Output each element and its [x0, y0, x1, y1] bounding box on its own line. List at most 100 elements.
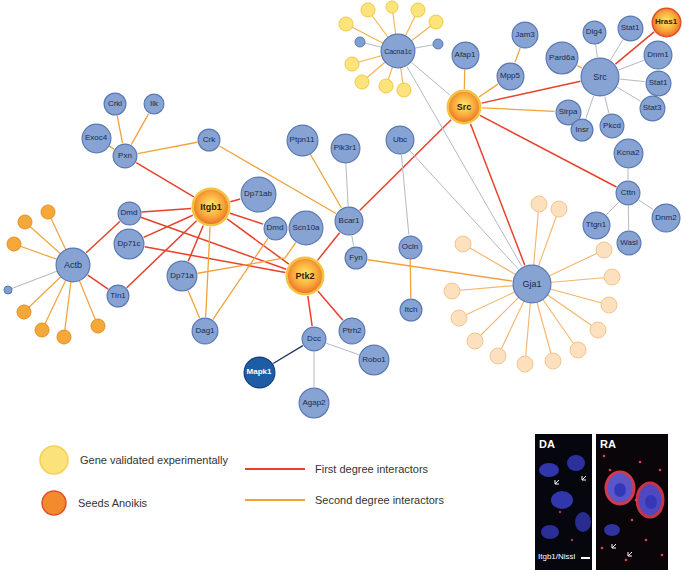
- gene-node: Cacna1c: [380, 33, 416, 69]
- gene-node: Dnm2: [651, 203, 681, 233]
- gene-node: Ptpn11: [286, 124, 319, 157]
- gene-node: Ilk: [143, 93, 165, 115]
- gene-label: Robo1: [362, 356, 386, 364]
- interaction-line: [227, 219, 289, 264]
- gene-node: Cttn: [615, 180, 641, 206]
- gene-label: Cttn: [621, 189, 636, 197]
- gene-node: Pik3r1: [330, 133, 361, 164]
- gene-label: Ptrh2: [342, 327, 361, 335]
- interaction-line: [619, 60, 644, 70]
- gene-label: Dcc: [307, 335, 321, 343]
- legend-swatch: [42, 491, 66, 515]
- gene-node: Crk: [197, 128, 221, 152]
- seed-node: Ptk2: [285, 256, 325, 296]
- interaction-line: [230, 199, 240, 202]
- interaction-line: [230, 213, 263, 224]
- interaction-line: [310, 154, 341, 208]
- gene-label: Dp71c: [117, 240, 140, 248]
- gene-label: Stat1: [621, 24, 640, 32]
- interaction-line: [314, 352, 315, 387]
- gene-label: Ptk2: [295, 272, 314, 281]
- seed-node: Itgb1: [191, 187, 231, 227]
- gene-node: Afap1: [451, 41, 480, 70]
- interaction-line: [606, 202, 619, 215]
- gene-node: Dp71a: [166, 260, 198, 292]
- interaction-line: [138, 142, 197, 153]
- stain-label: Itgb1/Nissl: [538, 553, 575, 561]
- interaction-line: [326, 343, 359, 354]
- gene-node: Mpp5: [496, 62, 525, 91]
- legend-text: Second degree interactors: [315, 494, 444, 506]
- legend-swatch-frame: [38, 444, 70, 476]
- interaction-line: [610, 40, 623, 60]
- gene-node: Jam3: [511, 21, 539, 49]
- gene-label: Agap2: [302, 399, 325, 407]
- gene-label: Dag1: [195, 327, 214, 335]
- legend-swatch-frame: [40, 489, 68, 517]
- gene-label: Dnm2: [655, 214, 676, 222]
- interaction-line: [88, 275, 108, 289]
- gene-label: Hras1: [655, 18, 677, 26]
- interaction-line: [213, 238, 268, 319]
- gene-label: Dmd: [267, 224, 284, 232]
- interaction-line: [515, 48, 520, 62]
- legend-entry: Gene validated experimentally: [38, 444, 228, 476]
- gene-node: Insr: [570, 118, 594, 142]
- interaction-line: [577, 66, 582, 68]
- interaction-line: [410, 151, 518, 269]
- gene-node: Wasl: [616, 230, 642, 256]
- gene-label: Afap1: [455, 51, 476, 59]
- gene-node: Ubc: [385, 125, 415, 155]
- legend-text: Seeds Anoikis: [78, 497, 147, 509]
- gene-node: Dp71ab: [240, 176, 277, 213]
- gene-label: Pard6a: [549, 54, 575, 62]
- interaction-line: [628, 206, 629, 230]
- interaction-line: [273, 346, 303, 364]
- legend-entry: Seeds Anoikis: [40, 489, 147, 517]
- gene-label: Src: [457, 103, 472, 112]
- interaction-line: [346, 163, 348, 206]
- gene-label: Bcar1: [339, 217, 360, 225]
- legend-text: Gene validated experimentally: [80, 454, 228, 466]
- gene-label: Ocln: [402, 243, 418, 251]
- gene-node: Crkl: [103, 92, 127, 116]
- gene-node: Ptrh2: [338, 317, 366, 345]
- gene-node: Actb: [55, 247, 91, 283]
- interaction-line: [117, 116, 122, 143]
- gene-label: Fyn: [349, 254, 362, 262]
- actb-satellite-dots: [4, 205, 105, 344]
- interaction-line: [145, 247, 286, 273]
- gene-label: Dlg4: [586, 28, 602, 36]
- legend-line-sample: [245, 495, 305, 505]
- gene-node: Src: [580, 57, 620, 97]
- panel-label: DA: [539, 439, 555, 450]
- gene-label: Gja1: [522, 280, 541, 289]
- gene-node: Dnm1: [643, 40, 673, 70]
- gene-label: Crkl: [108, 100, 122, 108]
- gene-node: Pard6a: [545, 41, 579, 75]
- gene-label: Itgb1: [200, 203, 222, 212]
- micrograph-ra: [596, 434, 668, 570]
- gene-label: Src: [593, 73, 607, 82]
- gene-label: Dnm1: [647, 51, 668, 59]
- gene-node: Dp71c: [113, 228, 145, 260]
- interaction-line: [410, 259, 412, 298]
- gene-node: Dag1: [191, 317, 219, 345]
- gene-label: Dp71ab: [244, 190, 272, 198]
- gene-label: Jam3: [515, 31, 535, 39]
- cacna1c-satellites: [346, 7, 438, 90]
- actb-satellites: [8, 212, 98, 337]
- interaction-line: [412, 63, 451, 96]
- gene-node: Pxn: [112, 143, 138, 169]
- gene-label: Ilk: [150, 100, 158, 108]
- interaction-line: [401, 155, 408, 235]
- interaction-line: [368, 260, 512, 281]
- micrograph-da: [535, 434, 592, 570]
- gene-node: Dmd: [263, 216, 288, 241]
- gene-node: Gja1: [512, 264, 552, 304]
- interaction-line: [480, 115, 617, 187]
- interaction-line: [479, 84, 498, 97]
- interaction-line: [617, 87, 640, 101]
